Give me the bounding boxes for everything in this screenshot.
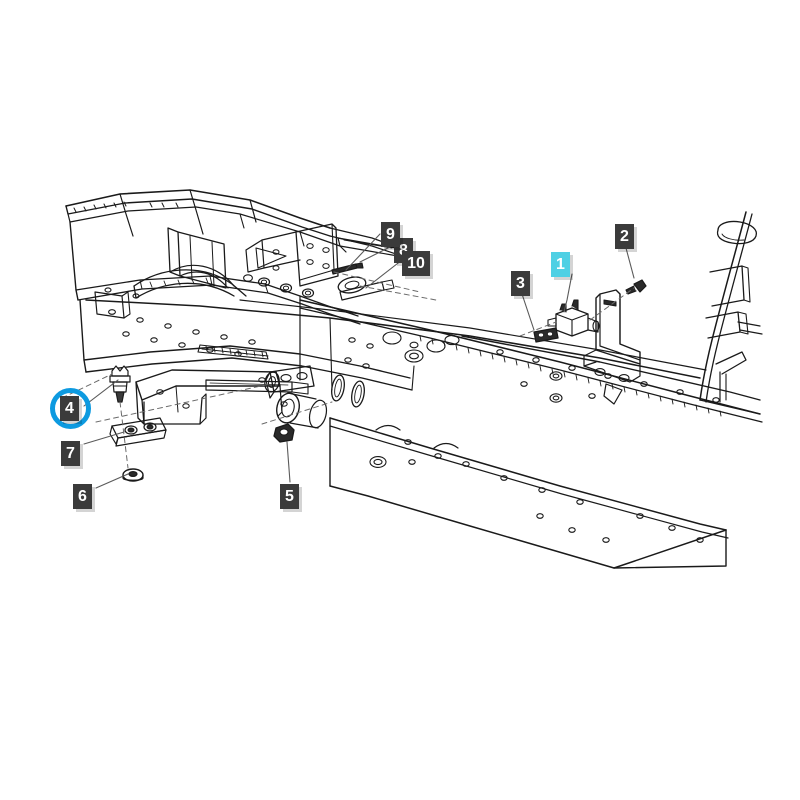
part-3-clip <box>533 327 559 343</box>
callout-5[interactable]: 5 <box>280 484 299 509</box>
leader-2 <box>625 247 635 279</box>
right-curved-rod <box>699 211 763 415</box>
axis-1-2 <box>589 287 635 321</box>
callout-7[interactable]: 7 <box>61 441 80 466</box>
axis-7-bracket <box>95 383 271 423</box>
part-7-mounting-plate <box>109 417 167 447</box>
leader-8 <box>359 245 393 263</box>
center-bulkhead <box>133 227 247 299</box>
callout-9[interactable]: 9 <box>381 222 400 247</box>
upper-left-deck <box>65 189 403 257</box>
leader-1 <box>563 273 573 313</box>
mid-chassis-panel <box>299 295 460 391</box>
leader-3 <box>521 293 535 331</box>
part-8-pin <box>331 262 364 275</box>
center-pivot-boss <box>264 365 365 429</box>
callout-10[interactable]: 10 <box>402 251 430 276</box>
main-lower-rail <box>329 417 729 569</box>
center-diagonal-beam <box>299 299 763 423</box>
right-support-bracket <box>583 289 641 405</box>
right-upper-rail <box>461 335 761 403</box>
main-upper-rail <box>85 299 707 379</box>
part-9-10-bushings <box>337 276 395 301</box>
leader-9 <box>345 233 381 271</box>
callout-4[interactable]: 4 <box>60 396 79 421</box>
part-4-grease-fitting <box>109 365 131 403</box>
leader-7 <box>83 431 125 445</box>
axis-5-boss <box>261 401 333 425</box>
leader-6 <box>95 473 129 489</box>
part-6-washer <box>122 468 144 482</box>
leader-10 <box>365 259 403 289</box>
callout-3[interactable]: 3 <box>511 271 530 296</box>
part-1-switch-assembly <box>547 299 600 337</box>
axis-8-10 <box>333 271 421 293</box>
assembly-axis-lines <box>61 271 635 469</box>
callout-6[interactable]: 6 <box>73 484 92 509</box>
axis-9 <box>359 285 437 301</box>
callout-2[interactable]: 2 <box>615 224 634 249</box>
part-5-bolt <box>273 423 295 443</box>
highlight-ring <box>50 388 91 429</box>
callout-1[interactable]: 1 <box>551 252 570 277</box>
center-mount-bracket <box>243 223 339 298</box>
leader-5 <box>286 441 291 483</box>
axis-4-6 <box>119 401 129 469</box>
left-side-wall <box>79 291 413 391</box>
axis-3-1 <box>519 321 557 337</box>
